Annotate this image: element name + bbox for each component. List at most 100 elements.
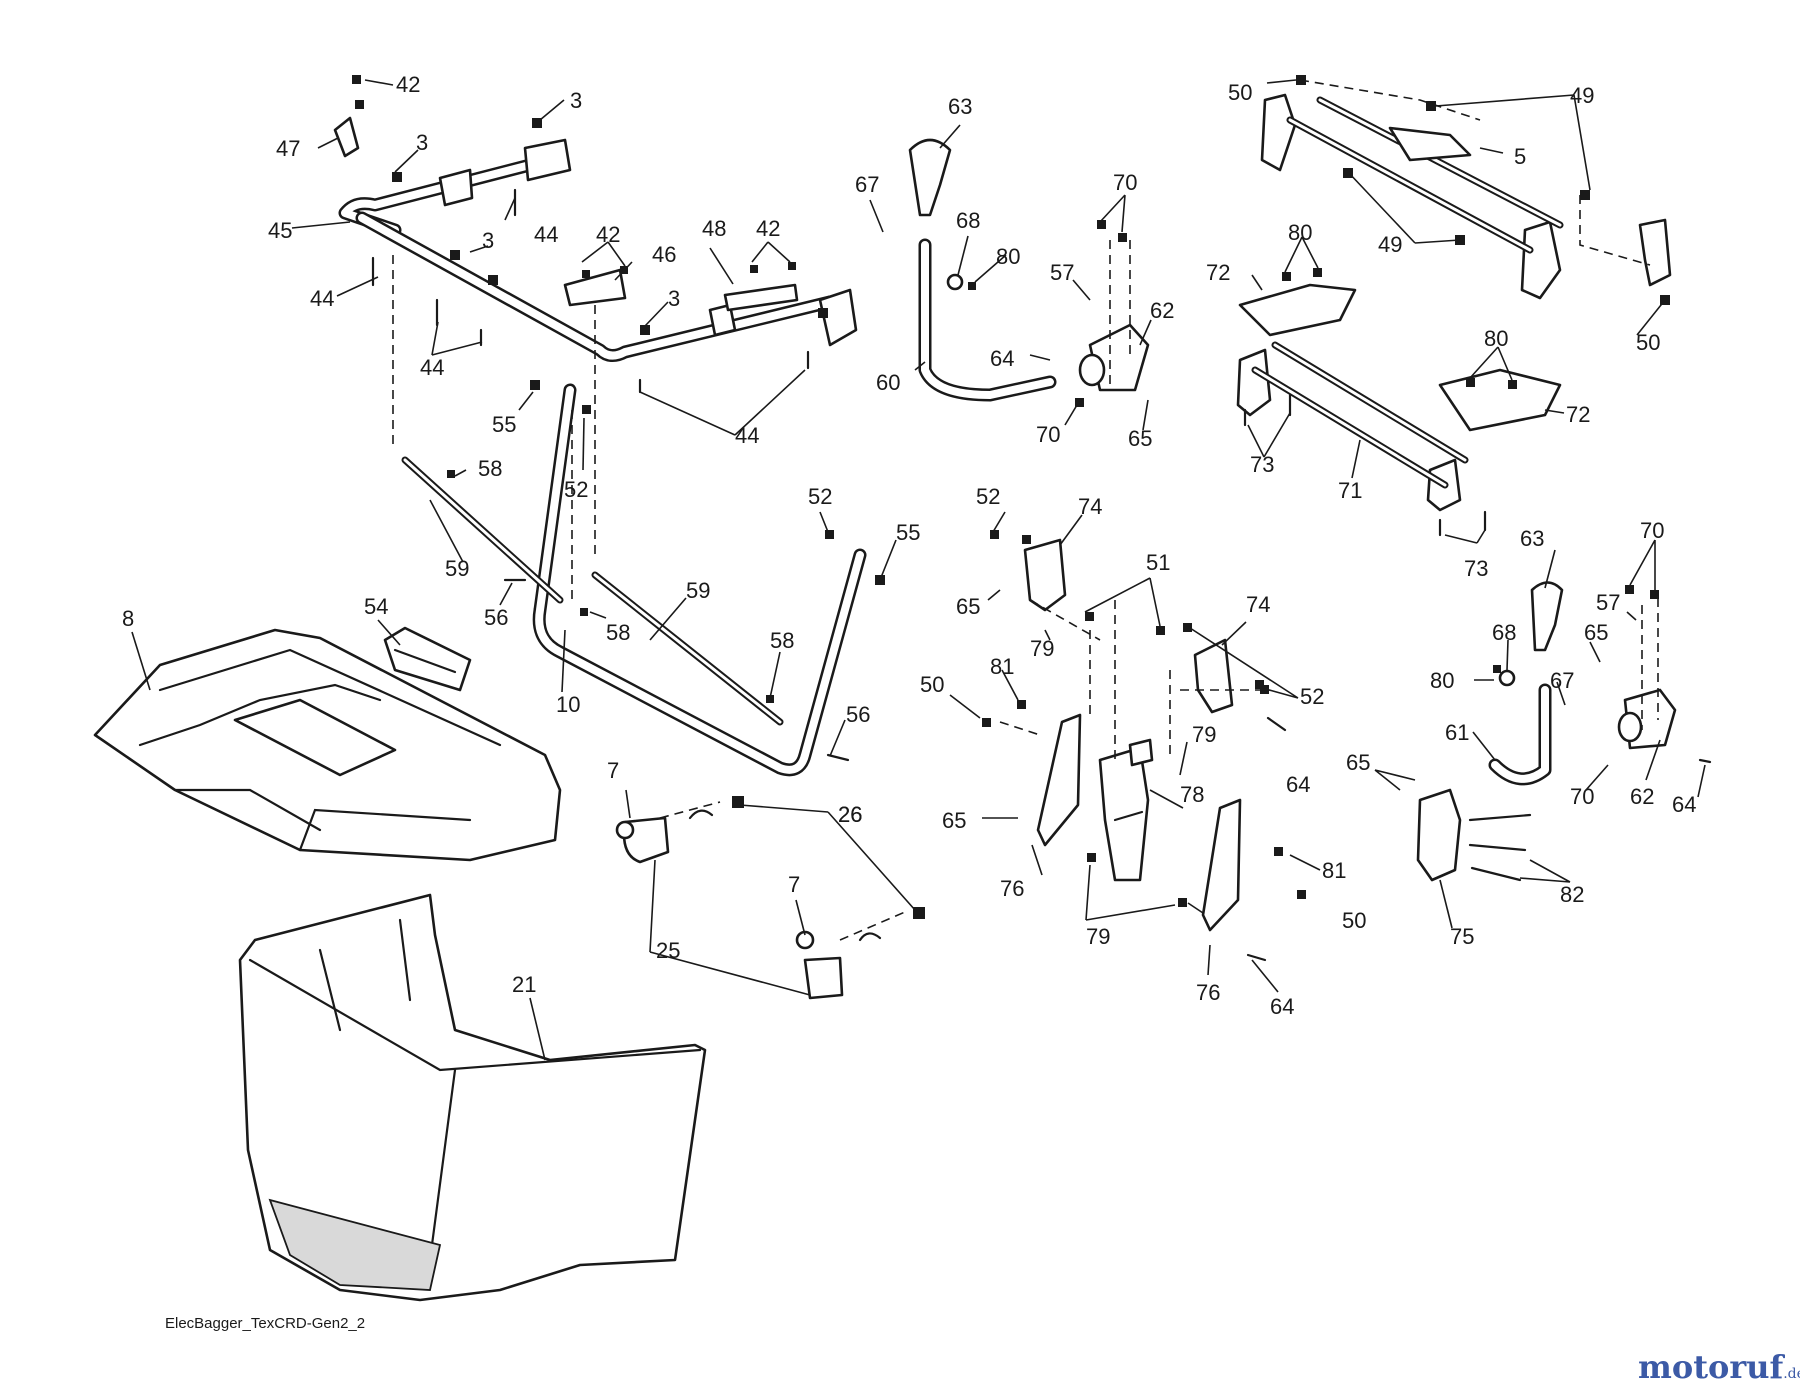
callout: 62 bbox=[1630, 784, 1654, 809]
callout: 3 bbox=[668, 286, 680, 311]
callout: 70 bbox=[1113, 170, 1137, 195]
callout: 56 bbox=[484, 605, 508, 630]
watermark-brand: motoruf bbox=[1638, 1348, 1785, 1386]
assembly-lines bbox=[392, 79, 1659, 941]
callout: 46 bbox=[652, 242, 676, 267]
callout: 72 bbox=[1206, 260, 1230, 285]
lift-arm-right-part bbox=[1488, 581, 1677, 786]
callout: 52 bbox=[1300, 684, 1324, 709]
callout: 7 bbox=[607, 758, 619, 783]
callout: 47 bbox=[276, 136, 300, 161]
callout: 74 bbox=[1246, 592, 1270, 617]
watermark-tld: .de bbox=[1783, 1366, 1800, 1382]
cross-shaft-71-part bbox=[1236, 268, 1562, 537]
callout: 64 bbox=[990, 346, 1014, 371]
grass-bag-part bbox=[238, 893, 707, 1302]
mount-hardware bbox=[982, 530, 1712, 962]
callout: 71 bbox=[1338, 478, 1362, 503]
callout: 50 bbox=[1342, 908, 1366, 933]
leader-lines bbox=[131, 79, 1706, 1061]
upper-frame-part bbox=[338, 138, 858, 362]
callout: 3 bbox=[416, 130, 428, 155]
callout: 64 bbox=[1270, 994, 1294, 1019]
callout: 26 bbox=[838, 802, 862, 827]
callout: 67 bbox=[1550, 668, 1574, 693]
callout: 50 bbox=[1228, 80, 1252, 105]
bagger-lid-part bbox=[93, 628, 562, 862]
actuator-part bbox=[1098, 738, 1154, 882]
callout: 45 bbox=[268, 218, 292, 243]
cross-shaft-5-part bbox=[1260, 75, 1672, 305]
bracket-75-part bbox=[1416, 788, 1532, 882]
callout: 61 bbox=[1445, 720, 1469, 745]
callout: 76 bbox=[1196, 980, 1220, 1005]
callout: 78 bbox=[1180, 782, 1204, 807]
lower-frame-part bbox=[401, 380, 885, 777]
callout: 65 bbox=[956, 594, 980, 619]
callout: 57 bbox=[1050, 260, 1074, 285]
watermark-logo: motoruf.de bbox=[1638, 1348, 1800, 1386]
callout: 60 bbox=[876, 370, 900, 395]
callout: 62 bbox=[1150, 298, 1174, 323]
callout: 48 bbox=[702, 216, 726, 241]
callout: 52 bbox=[808, 484, 832, 509]
callout: 65 bbox=[942, 808, 966, 833]
callout: 49 bbox=[1570, 83, 1594, 108]
callout: 55 bbox=[492, 412, 516, 437]
svg-text:motoruf.de: motoruf.de bbox=[1638, 1348, 1800, 1386]
callout: 80 bbox=[996, 244, 1020, 269]
callout: 3 bbox=[570, 88, 582, 113]
callout: 79 bbox=[1192, 722, 1216, 747]
callout: 58 bbox=[770, 628, 794, 653]
callout: 50 bbox=[1636, 330, 1660, 355]
bracket-76-part bbox=[1036, 713, 1242, 932]
callout: 7 bbox=[788, 872, 800, 897]
callout: 42 bbox=[596, 222, 620, 247]
callout: 58 bbox=[478, 456, 502, 481]
callout: 26 bbox=[838, 802, 862, 827]
callout: 73 bbox=[1464, 556, 1488, 581]
callout: 65 bbox=[1346, 750, 1370, 775]
lift-arm-left-part bbox=[908, 138, 1150, 407]
callout: 65 bbox=[1584, 620, 1608, 645]
callout: 54 bbox=[364, 594, 388, 619]
callout: 67 bbox=[855, 172, 879, 197]
callout: 70 bbox=[1640, 518, 1664, 543]
callout: 64 bbox=[1672, 792, 1696, 817]
latch-part bbox=[615, 796, 925, 1000]
callout: 59 bbox=[445, 556, 469, 581]
callout: 44 bbox=[310, 286, 334, 311]
callout: 42 bbox=[756, 216, 780, 241]
drawing-code-label: ElecBagger_TexCRD-Gen2_2 bbox=[165, 1315, 365, 1332]
callout: 50 bbox=[920, 672, 944, 697]
callout: 44 bbox=[534, 222, 558, 247]
callout: 52 bbox=[564, 477, 588, 502]
callout: 59 bbox=[686, 578, 710, 603]
callout: 44 bbox=[735, 423, 759, 448]
callout: 8 bbox=[122, 606, 134, 631]
callout: 70 bbox=[1570, 784, 1594, 809]
callout: 68 bbox=[956, 208, 980, 233]
callout: 75 bbox=[1450, 924, 1474, 949]
callout: 80 bbox=[1430, 668, 1454, 693]
callout: 68 bbox=[1492, 620, 1516, 645]
callout: 51 bbox=[1146, 550, 1170, 575]
callout: 52 bbox=[976, 484, 1000, 509]
callout: 10 bbox=[556, 692, 580, 717]
callout: 3 bbox=[482, 228, 494, 253]
callout: 25 bbox=[656, 938, 680, 963]
callout: 74 bbox=[1078, 494, 1102, 519]
handle-part bbox=[383, 626, 472, 692]
callout: 55 bbox=[896, 520, 920, 545]
callout: 56 bbox=[846, 702, 870, 727]
callout: 80 bbox=[1288, 220, 1312, 245]
callout: 79 bbox=[1030, 636, 1054, 661]
callout: 63 bbox=[1520, 526, 1544, 551]
callout-labels: 42 47 3 3 45 44 44 44 42 46 48 42 3 3 44… bbox=[122, 72, 1696, 1019]
callout: 64 bbox=[1286, 772, 1310, 797]
callout: 58 bbox=[606, 620, 630, 645]
callout: 63 bbox=[948, 94, 972, 119]
callout: 49 bbox=[1378, 232, 1402, 257]
callout: 42 bbox=[396, 72, 420, 97]
